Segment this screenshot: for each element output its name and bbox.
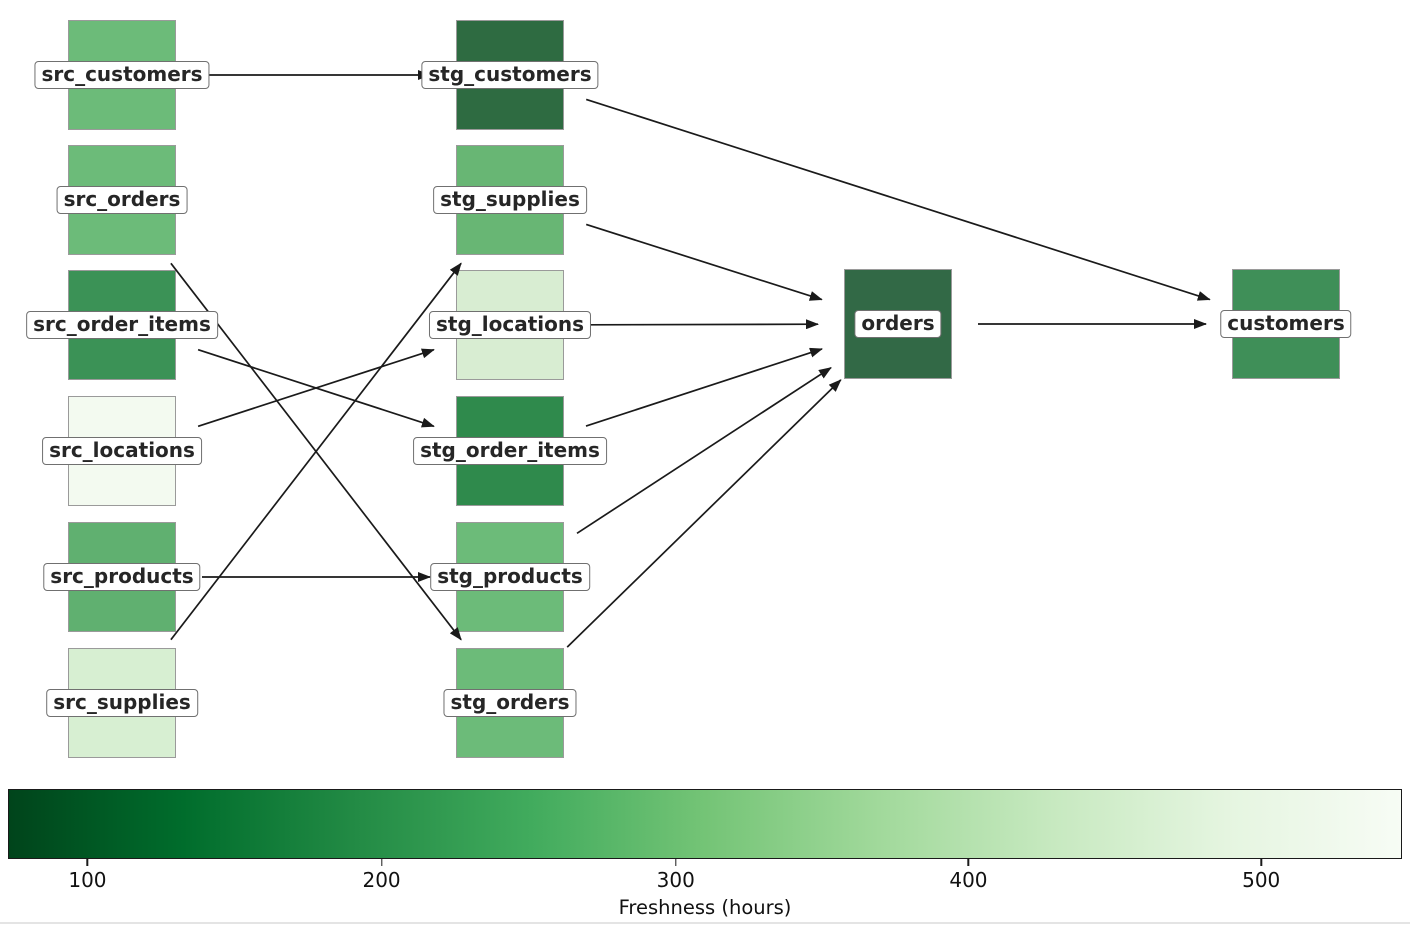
- node-label-customers: customers: [1220, 310, 1352, 338]
- edge-stg_locations-to-orders: [589, 319, 819, 330]
- colorbar-axis-label: Freshness (hours): [618, 896, 792, 919]
- colorbar-gradient: [8, 789, 1402, 859]
- node-label-stg_supplies: stg_supplies: [433, 186, 587, 214]
- edges-group: [170, 70, 1211, 648]
- edge-src_locations-to-stg_locations: [197, 348, 435, 428]
- colorbar: 100 200 300 400 500 Freshness (hours): [8, 789, 1402, 926]
- colorbar-tick-200: [380, 859, 383, 866]
- colorbar-tick-label-300: 300: [656, 868, 695, 892]
- node-label-orders: orders: [854, 310, 942, 338]
- colorbar-tick-300: [675, 859, 677, 866]
- edge-src_supplies-to-stg_supplies: [170, 262, 462, 641]
- edge-stg_products-to-orders: [576, 366, 832, 535]
- colorbar-tick-label-200: 200: [362, 868, 401, 892]
- edge-stg_supplies-to-orders: [585, 223, 823, 301]
- colorbar-tick-label-500: 500: [1242, 868, 1281, 892]
- edge-stg_orders-to-orders: [566, 379, 842, 648]
- node-label-src_order_items: src_order_items: [26, 311, 218, 339]
- node-label-src_supplies: src_supplies: [46, 689, 198, 717]
- node-label-stg_locations: stg_locations: [428, 311, 592, 339]
- colorbar-tick-100: [86, 859, 89, 866]
- node-label-stg_orders: stg_orders: [443, 689, 577, 717]
- colorbar-tick-label-100: 100: [68, 868, 107, 892]
- node-label-src_products: src_products: [43, 563, 201, 591]
- node-label-stg_customers: stg_customers: [421, 61, 599, 89]
- colorbar-tick-500: [1260, 859, 1262, 866]
- node-label-stg_order_items: stg_order_items: [413, 437, 607, 465]
- figure-bottom-border: [0, 922, 1410, 924]
- colorbar-tick-400: [967, 859, 970, 866]
- node-label-src_customers: src_customers: [34, 61, 210, 89]
- colorbar-tick-label-400: 400: [949, 868, 988, 892]
- edges-layer: [170, 70, 1211, 648]
- node-label-stg_products: stg_products: [430, 563, 590, 591]
- node-label-src_locations: src_locations: [42, 437, 202, 465]
- edge-stg_order_items-to-orders: [585, 347, 823, 427]
- edge-stg_customers-to-customers: [585, 98, 1211, 301]
- node-label-src_orders: src_orders: [56, 186, 188, 214]
